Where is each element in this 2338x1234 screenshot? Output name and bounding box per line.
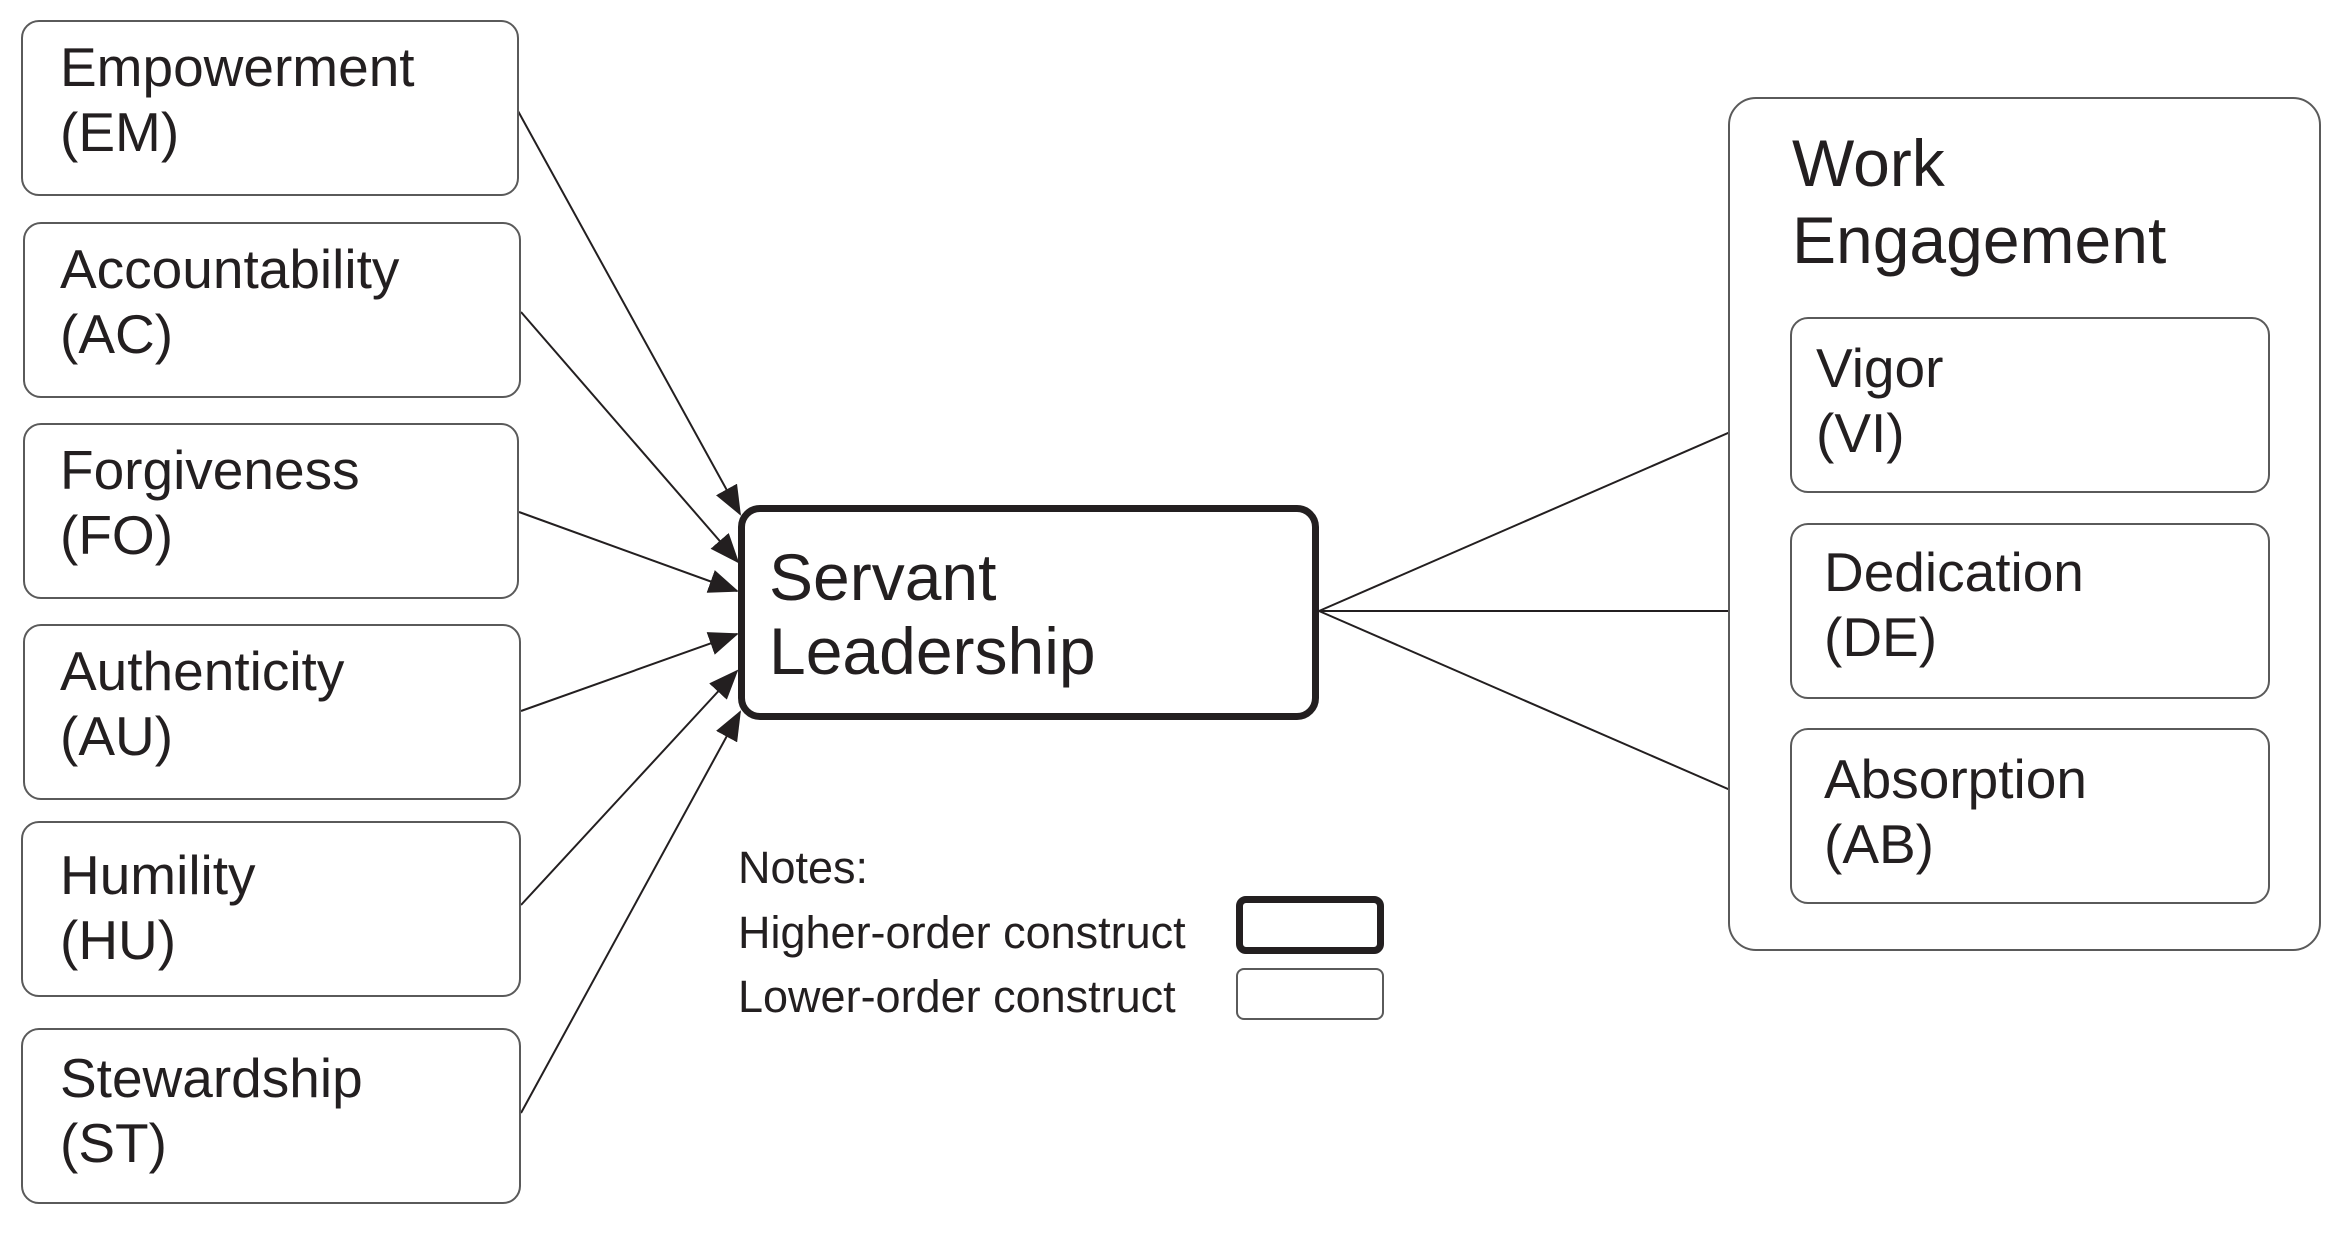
dimension-code-st: (ST) [60, 1112, 167, 1174]
dimension-code-ac: (AC) [60, 303, 174, 365]
arrow-hu-to-servant-leadership [520, 669, 739, 906]
dimension-box-au: Authenticity (AU) [23, 624, 521, 800]
dimension-code-hu: (HU) [60, 909, 177, 971]
component-code-ab: (AB) [1824, 813, 1934, 875]
dimension-box-st: Stewardship (ST) [21, 1028, 521, 1204]
legend-lower-order-swatch [1236, 968, 1384, 1020]
arrow-ac-to-servant-leadership [520, 311, 740, 564]
arrow-au-to-servant-leadership [520, 632, 739, 712]
dimension-code-au: (AU) [60, 705, 174, 767]
dimension-name-au: Authenticity [60, 640, 345, 702]
component-code-vi: (VI) [1816, 402, 1905, 464]
dimension-name-st: Stewardship [60, 1047, 363, 1109]
component-name-vi: Vigor [1816, 337, 1944, 399]
dimension-box-hu: Humility (HU) [21, 821, 521, 997]
component-code-de: (DE) [1824, 606, 1938, 668]
component-name-ab: Absorption [1824, 748, 2087, 810]
work-engagement-title-line1: Work [1792, 126, 1945, 200]
dimension-box-fo: Forgiveness (FO) [23, 423, 519, 599]
work-engagement-title-line2: Engagement [1792, 203, 2167, 277]
arrow-servant-leadership-to-vi [1318, 405, 1792, 612]
arrow-fo-to-servant-leadership [518, 511, 739, 593]
dimension-code-fo: (FO) [60, 504, 174, 566]
dimension-name-em: Empowerment [60, 36, 415, 98]
dimension-name-fo: Forgiveness [60, 439, 360, 501]
dimension-box-em: Empowerment (EM) [21, 20, 519, 196]
dimension-name-ac: Accountability [60, 238, 400, 300]
servant-leadership-box: Servant Leadership [738, 505, 1319, 720]
servant-leadership-line2: Leadership [769, 614, 1096, 688]
dimension-name-hu: Humility [60, 844, 256, 906]
legend-higher-order-label: Higher-order construct [738, 907, 1186, 958]
arrow-em-to-servant-leadership [517, 110, 741, 516]
servant-leadership-line1: Servant [769, 540, 997, 614]
arrow-servant-leadership-to-ab [1318, 610, 1792, 817]
component-name-de: Dedication [1824, 541, 2084, 603]
legend-lower-order-label: Lower-order construct [738, 971, 1176, 1022]
component-box-de: Dedication (DE) [1790, 523, 2270, 699]
legend-higher-order-swatch [1236, 896, 1384, 954]
notes-title: Notes: [738, 842, 869, 893]
component-box-ab: Absorption (AB) [1790, 728, 2270, 904]
component-box-vi: Vigor (VI) [1790, 317, 2270, 493]
dimension-box-ac: Accountability (AC) [23, 222, 521, 398]
dimension-code-em: (EM) [60, 101, 180, 163]
arrow-st-to-servant-leadership [520, 710, 741, 1114]
